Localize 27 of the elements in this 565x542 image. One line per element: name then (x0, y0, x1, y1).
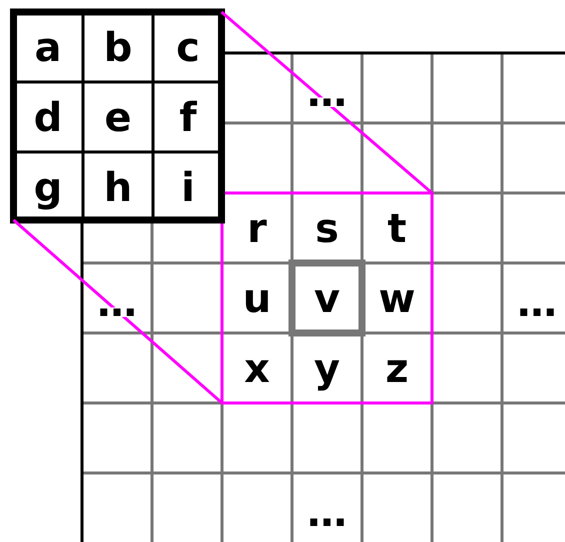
cell-letter: b (107, 30, 130, 62)
cell-letter: r (250, 220, 267, 242)
cell-letter: d (36, 100, 59, 132)
cell-letter: i (184, 170, 192, 201)
cell-letter: e (106, 108, 130, 132)
ellipsis: … (96, 307, 138, 317)
ellipsis: … (516, 307, 558, 317)
cell-letter: a (36, 38, 58, 62)
cell-letter: g (36, 178, 59, 210)
cell-letter: x (244, 360, 270, 382)
cell-letter: u (246, 290, 268, 313)
ellipsis: … (306, 97, 348, 107)
highlight-box (288, 260, 366, 336)
cell-letter: w (380, 290, 414, 312)
ellipsis: … (306, 517, 348, 527)
cell-letter: v (314, 290, 340, 312)
cell-letter: z (387, 360, 407, 382)
cell-letter: c (178, 38, 198, 62)
kernel-grid (10, 8, 225, 224)
cell-letter: t (388, 214, 406, 242)
receptive-field-box (220, 192, 434, 404)
projection-line (220, 10, 433, 194)
projection-line (12, 218, 223, 404)
cell-letter: h (107, 170, 130, 201)
cell-letter: f (180, 100, 198, 131)
cell-letter: s (317, 220, 337, 243)
cell-letter: y (314, 360, 340, 391)
